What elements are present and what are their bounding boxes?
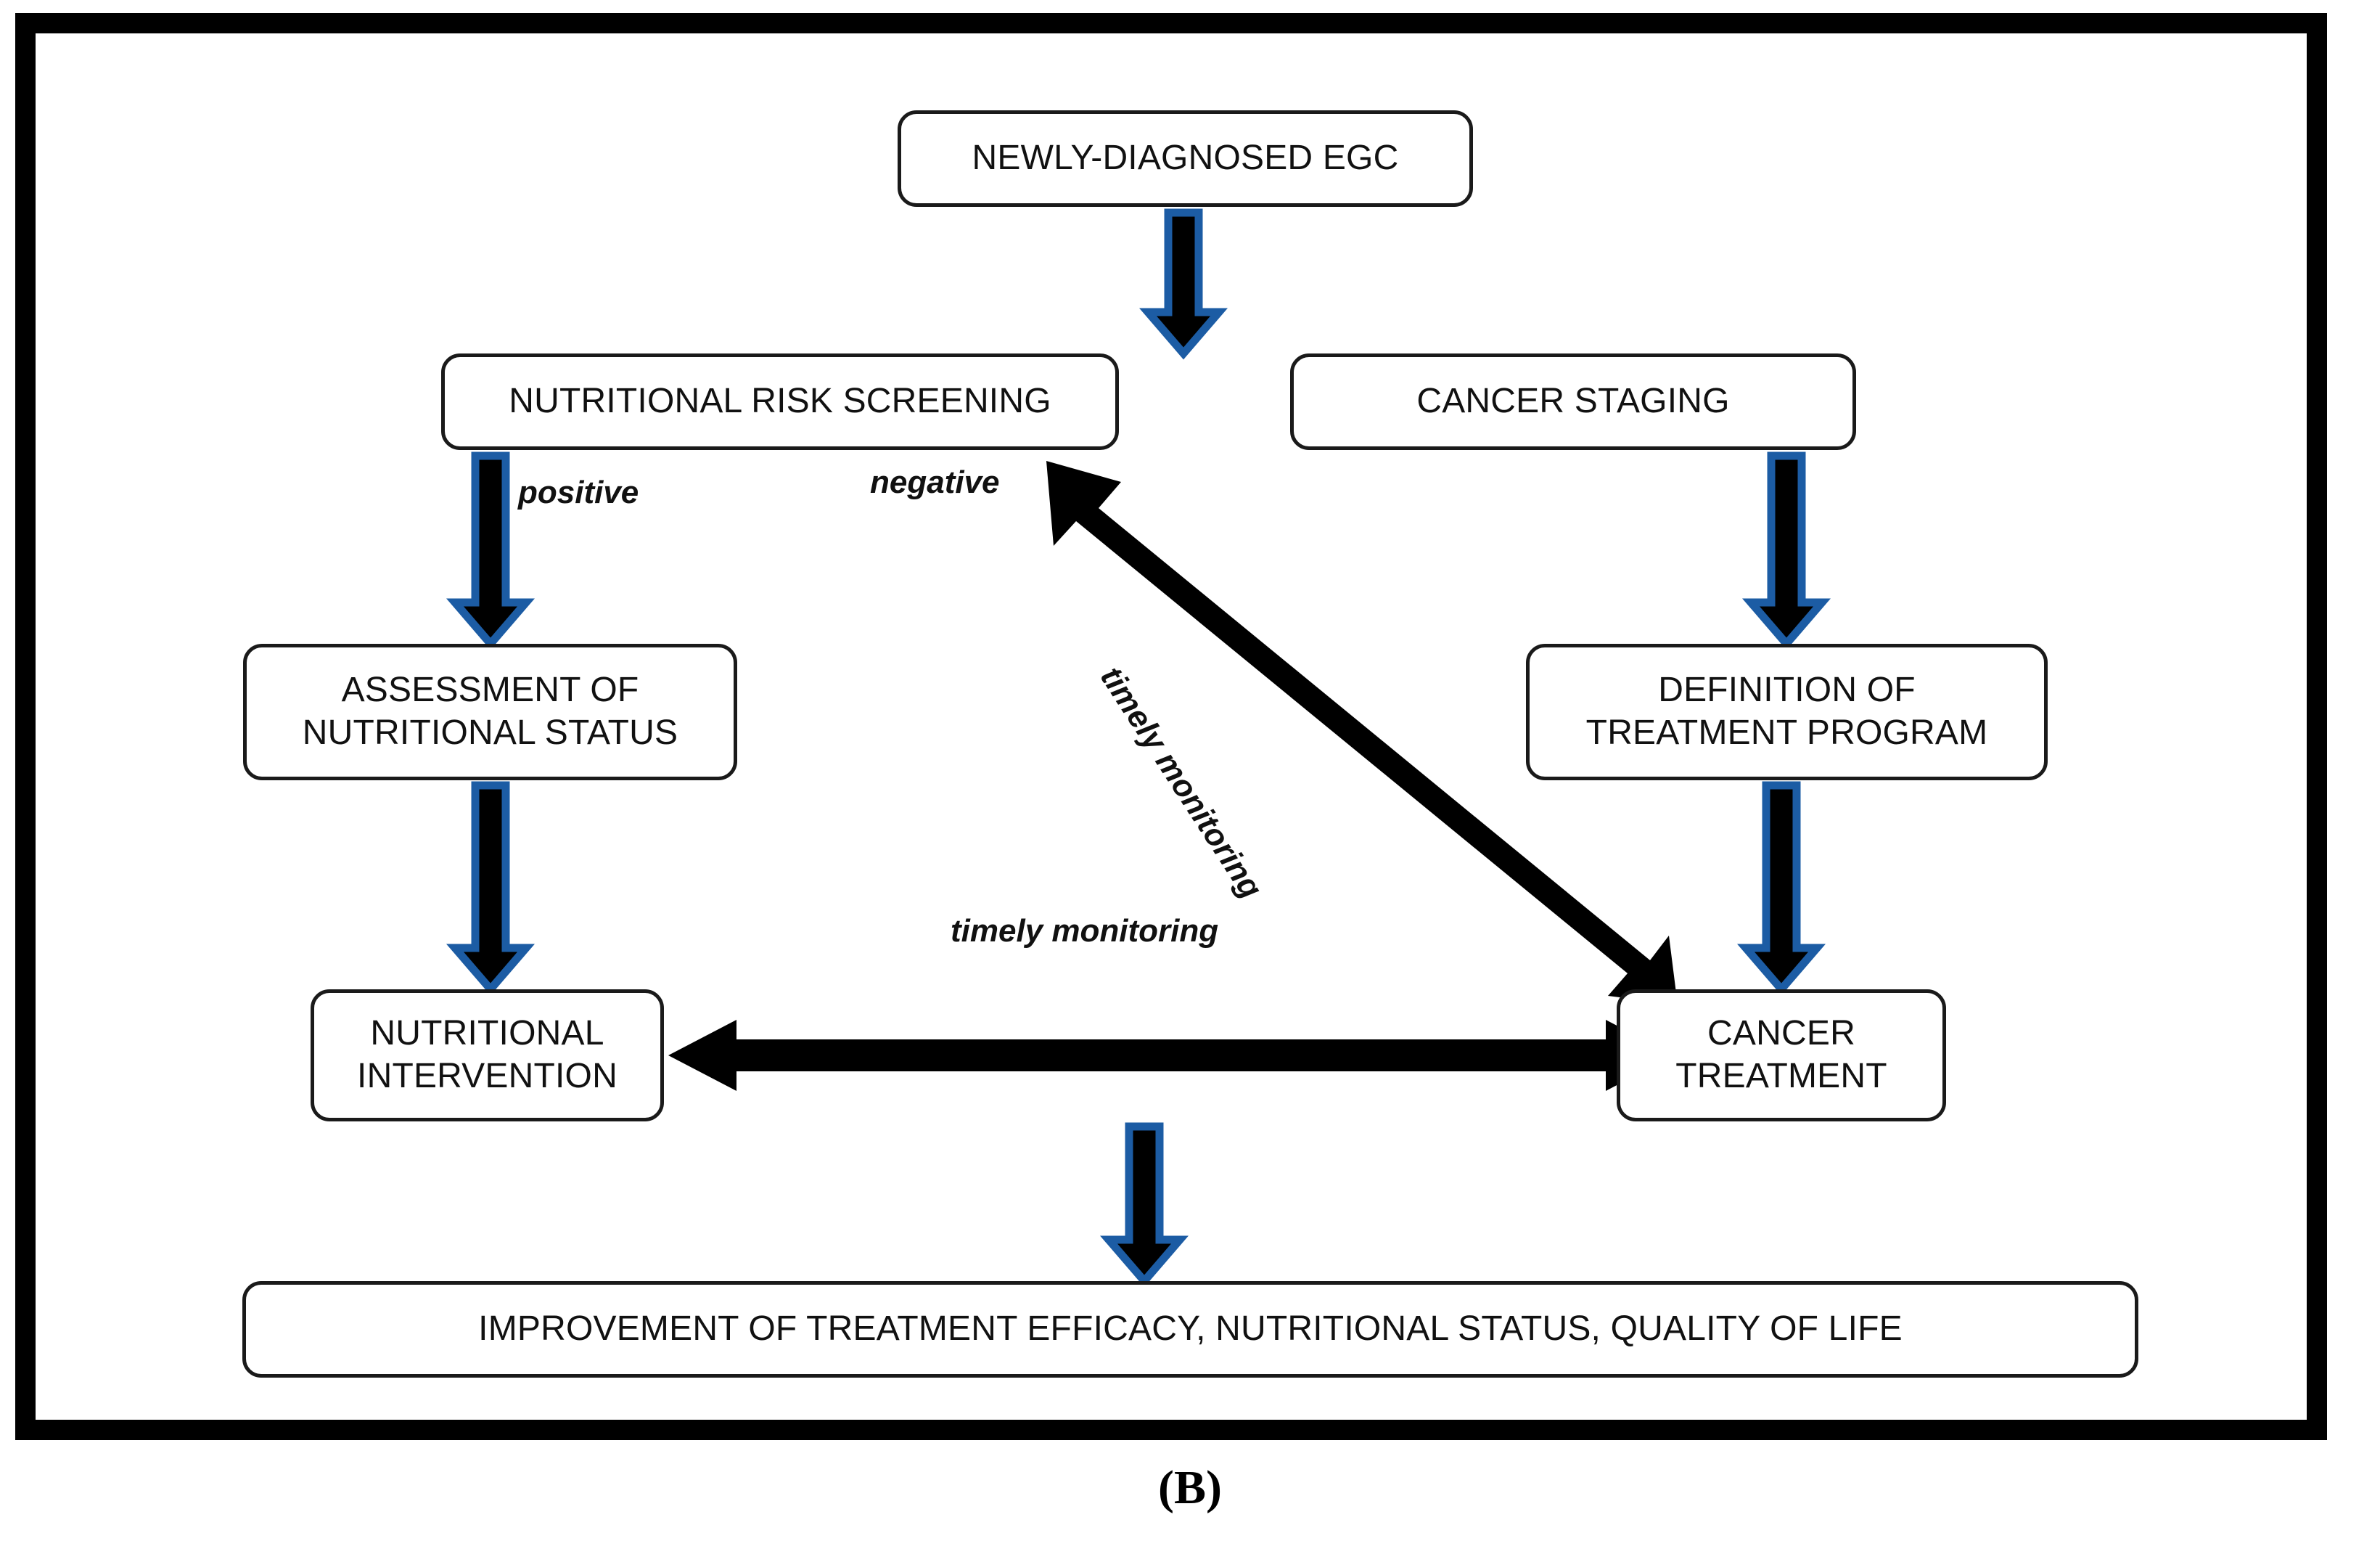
arrow-staging-to-definition — [1742, 451, 1831, 650]
node-newly-diagnosed-egc[interactable]: NEWLY-DIAGNOSED EGC — [898, 110, 1473, 207]
figure-caption: (B) — [1158, 1461, 1222, 1514]
node-nutritional-intervention[interactable]: NUTRITIONAL INTERVENTION — [311, 989, 664, 1121]
edge-label-timely-monitoring-horizontal: timely monitoring — [951, 913, 1219, 949]
edge-label-negative: negative — [870, 465, 1000, 500]
edge-label-positive: positive — [518, 475, 639, 510]
arrow-treatment-to-improvement — [1100, 1122, 1189, 1288]
arrow-intervention-treatment-double — [668, 1020, 1674, 1091]
arrow-egc-to-screening — [1139, 208, 1228, 360]
arrow-definition-to-treatment — [1737, 781, 1826, 996]
arrow-assessment-to-intervention — [446, 781, 535, 996]
arrow-screening-to-treatment-diagonal — [1046, 461, 1678, 1005]
node-cancer-treatment[interactable]: CANCER TREATMENT — [1617, 989, 1946, 1121]
node-improvement-outcomes[interactable]: IMPROVEMENT OF TREATMENT EFFICACY, NUTRI… — [242, 1281, 2138, 1378]
node-assessment-of-nutritional-status[interactable]: ASSESSMENT OF NUTRITIONAL STATUS — [243, 644, 737, 780]
node-nutritional-risk-screening[interactable]: NUTRITIONAL RISK SCREENING — [441, 353, 1119, 450]
node-cancer-staging[interactable]: CANCER STAGING — [1290, 353, 1856, 450]
node-definition-of-treatment-program[interactable]: DEFINITION OF TREATMENT PROGRAM — [1526, 644, 2048, 780]
arrow-screening-to-assessment — [446, 451, 535, 650]
